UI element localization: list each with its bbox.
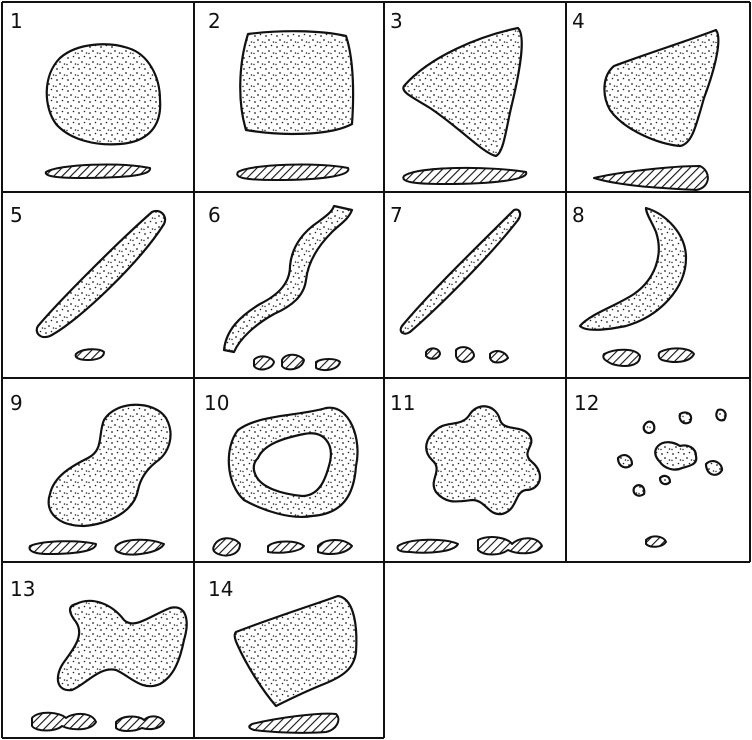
cell-number: 9	[10, 391, 23, 415]
particle-profile	[316, 359, 340, 370]
cell-5: 5	[10, 203, 165, 360]
cell-12: 12	[574, 391, 726, 547]
particle-shape	[235, 596, 357, 706]
cell-4: 4	[572, 9, 718, 190]
cell-3: 3	[390, 9, 526, 184]
cell-13: 13	[10, 577, 187, 731]
particle-shape	[680, 412, 691, 423]
particle-profile	[603, 350, 640, 366]
cell-number: 5	[10, 203, 23, 227]
particle-shape	[58, 601, 187, 690]
cell-number: 10	[204, 391, 229, 415]
particle-profile	[403, 168, 526, 184]
particle-shape	[229, 408, 358, 517]
particle-profile	[478, 537, 542, 554]
particle-shape	[660, 476, 670, 484]
cell-number: 13	[10, 577, 35, 601]
cell-number: 11	[390, 391, 415, 415]
cell-10: 10	[204, 391, 358, 556]
particle-profile	[646, 536, 666, 546]
cell-2: 2	[208, 9, 353, 180]
particle-profile	[398, 540, 459, 553]
particle-shape	[403, 28, 521, 156]
particle-profile	[76, 349, 104, 360]
cell-11: 11	[390, 391, 542, 555]
cell-number: 12	[574, 391, 599, 415]
particle-shape	[618, 455, 632, 467]
particle-profile	[490, 351, 508, 362]
particle-shape	[604, 30, 718, 146]
cell-7: 7	[390, 203, 520, 363]
particle-shape	[426, 406, 540, 514]
particle-profile	[115, 540, 164, 555]
particle-profile	[46, 165, 150, 178]
particle-shape	[634, 485, 645, 495]
cell-number: 3	[390, 9, 403, 33]
particle-profile	[659, 348, 694, 362]
particle-profile	[456, 347, 474, 362]
particle-shape	[655, 442, 696, 469]
particle-profile	[594, 166, 708, 190]
particle-profile	[249, 714, 338, 733]
cell-number: 6	[208, 203, 221, 227]
cell-number: 7	[390, 203, 403, 227]
particle-shape	[224, 206, 352, 352]
cell-9: 9	[10, 391, 171, 555]
particle-shape	[401, 210, 520, 334]
cell-number: 1	[10, 9, 23, 33]
cell-8: 8	[572, 203, 694, 366]
particle-profile	[213, 538, 240, 555]
cell-6: 6	[208, 203, 352, 370]
cell-number: 2	[208, 9, 221, 33]
particle-profile	[268, 542, 304, 553]
cell-number: 4	[572, 9, 585, 33]
particle-profile	[30, 541, 96, 554]
particle-profile	[237, 165, 348, 180]
particle-profile	[318, 540, 352, 554]
particle-shape	[240, 31, 353, 134]
particle-shape	[47, 44, 160, 144]
particle-profile	[282, 355, 304, 370]
particle-shape	[706, 461, 722, 475]
particle-shape	[716, 410, 725, 421]
cell-number: 8	[572, 203, 585, 227]
cell-number: 14	[208, 577, 233, 601]
particle-profile	[32, 713, 96, 731]
particle-shape	[37, 211, 165, 337]
particle-profile	[426, 348, 440, 358]
particle-profile	[116, 716, 164, 731]
particle-shape	[644, 422, 655, 433]
cell-14: 14	[208, 577, 356, 733]
particle-profile	[254, 356, 274, 369]
particle-shape	[49, 405, 171, 526]
particle-shape	[580, 208, 686, 330]
cell-1: 1	[10, 9, 160, 178]
